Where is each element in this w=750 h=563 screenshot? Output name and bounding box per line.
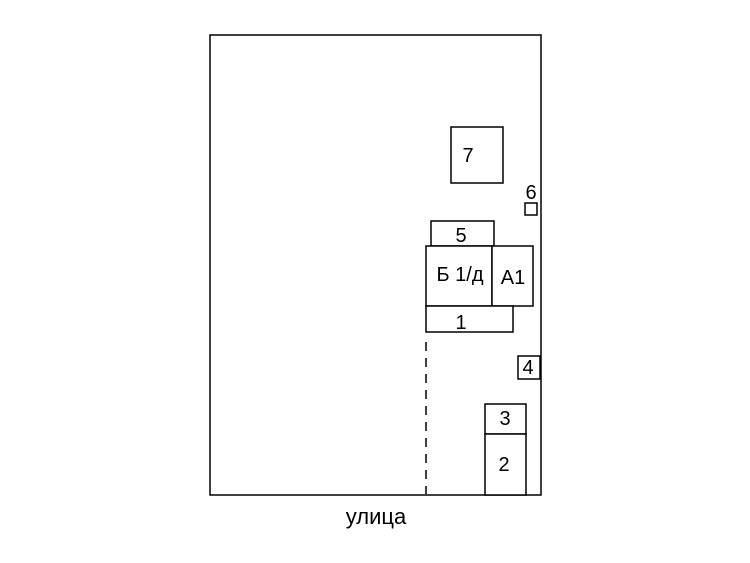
building-1-label: 1 <box>455 312 466 334</box>
street-label: улица <box>346 504 407 529</box>
extension-a1 <box>491 245 534 307</box>
building-1 <box>425 305 514 333</box>
extension-a1-label: А1 <box>501 267 525 289</box>
building-4-label: 4 <box>522 357 533 379</box>
building-2 <box>484 433 527 496</box>
building-6-label: 6 <box>525 182 536 204</box>
building-2-label: 2 <box>498 454 509 476</box>
building-3-label: 3 <box>499 408 510 430</box>
building-4 <box>517 355 541 380</box>
building-7 <box>450 126 504 184</box>
main-house-label: Б 1/д <box>436 264 483 286</box>
building-6 <box>524 202 538 216</box>
building-5-label: 5 <box>455 225 466 247</box>
building-7-label: 7 <box>462 145 473 167</box>
